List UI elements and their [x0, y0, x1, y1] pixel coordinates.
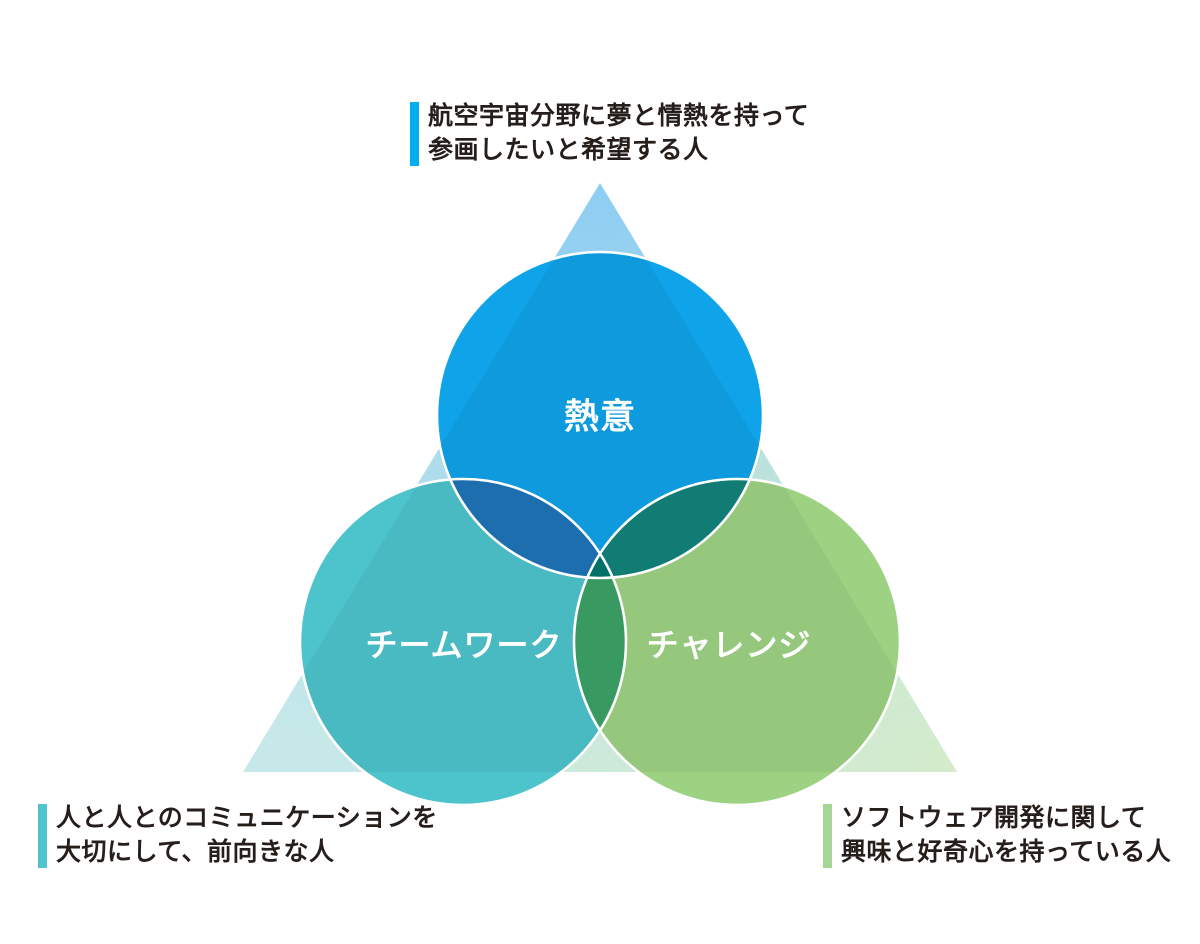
circle-left-outline: [298, 477, 628, 807]
annotation-top: 航空宇宙分野に夢と情熱を持って 参画したいと希望する人: [410, 99, 809, 167]
annotation-line: 航空宇宙分野に夢と情熱を持って: [428, 101, 810, 130]
annotation-top-text: 航空宇宙分野に夢と情熱を持って 参画したいと希望する人: [428, 99, 809, 167]
circle-right-outline: [572, 477, 902, 807]
annotation-bottom-right: ソフトウェア開発に関して 興味と好奇心を持っている人: [823, 801, 1171, 869]
overlap-top-left: [437, 479, 626, 578]
annotation-bottom-right-text: ソフトウェア開発に関して 興味と好奇心を持っている人: [841, 801, 1171, 869]
circle-top-outline: [435, 250, 765, 580]
annotation-line: 人と人とのコミュニケーションを: [56, 803, 438, 832]
annotation-line: 参画したいと希望する人: [428, 135, 709, 164]
triangle-shade-through-circles: [300, 252, 900, 772]
annotation-bottom-left-text: 人と人とのコミュニケーションを 大切にして、前向きな人: [56, 801, 438, 869]
annotation-line: 大切にして、前向きな人: [56, 837, 335, 866]
circle-label-enthusiasm: 熱意: [563, 397, 637, 438]
annotation-line: ソフトウェア開発に関して: [841, 803, 1147, 832]
annotation-bottom-left: 人と人とのコミュニケーションを 大切にして、前向きな人: [38, 801, 438, 869]
annotation-line: 興味と好奇心を持っている人: [841, 837, 1172, 866]
circle-label-teamwork: チームワーク: [365, 626, 563, 664]
annotation-bottom-right-bar: [823, 804, 832, 868]
annotation-top-bar: [410, 102, 419, 166]
overlap-top-right: [574, 479, 763, 578]
circle-label-challenge: チャレンジ: [646, 626, 812, 664]
annotation-bottom-left-bar: [38, 804, 47, 868]
